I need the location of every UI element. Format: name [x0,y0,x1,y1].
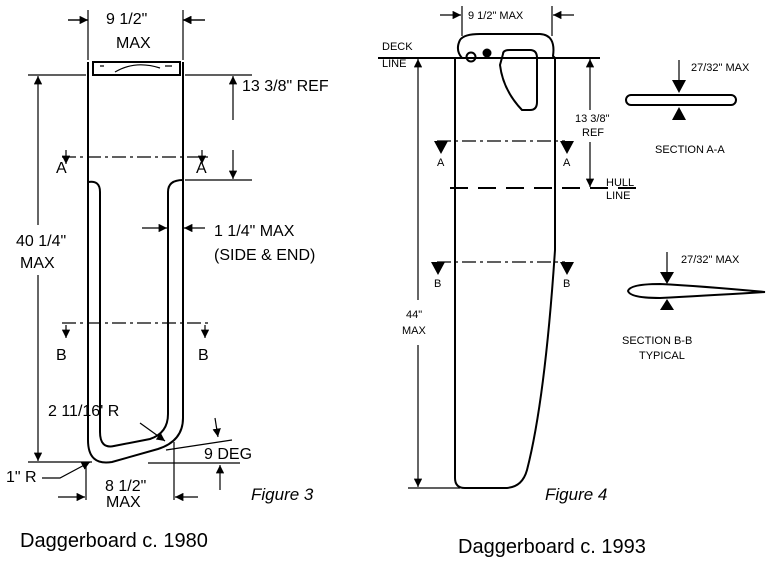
top-width-label: 9 1/2" [106,11,147,28]
svg-text:LINE: LINE [382,58,406,70]
board-cap [92,61,181,76]
figure-4-label: Figure 4 [545,485,607,504]
figure-4: DECK LINE 9 1/2" MAX 44" MAX 13 3/8" REF… [378,6,766,558]
board-edge-inner [87,179,184,448]
svg-text:MAX: MAX [106,494,141,511]
edge-sub: (SIDE & END) [214,247,315,264]
board-outline [87,62,184,464]
corner-radius-label: 2 11/16' R [48,403,119,420]
svg-text:B: B [56,347,67,364]
svg-text:A: A [196,160,207,177]
cap-detail [100,64,172,73]
svg-text:B: B [563,278,570,290]
figure-4-caption: Daggerboard c. 1993 [458,536,646,558]
section-b-label: SECTION B-B [622,335,692,347]
svg-text:HULL: HULL [606,177,634,189]
edge-label: 1 1/4" MAX [214,223,295,240]
svg-text:A: A [563,157,571,169]
figure-3-label: Figure 3 [251,485,314,504]
top-width-dim [68,10,205,60]
length-label: 44" [406,309,422,321]
top-width-label: 9 1/2" MAX [468,10,524,22]
figure-3-caption: Daggerboard c. 1980 [20,530,208,552]
svg-text:A: A [437,157,445,169]
tip-radius-label: 1" R [6,469,37,486]
bottom-width-label: 8 1/2" [105,478,146,495]
svg-text:B: B [198,347,209,364]
svg-text:REF: REF [582,127,604,139]
svg-text:B: B [434,278,441,290]
svg-text:LINE: LINE [606,190,630,202]
ref-length-label: 13 3/8" REF [242,78,329,95]
ref-length-label: 13 3/8" [575,113,610,125]
section-a-shape [625,94,737,106]
angle-label: 9 DEG [204,446,252,463]
length-sub: MAX [20,255,55,272]
section-b-shape [626,282,766,300]
section-a-label: SECTION A-A [655,144,725,156]
hole-filled [482,48,492,58]
figure-3: 9 1/2" MAX 40 1/4" MAX 13 3/8" REF A A B… [6,10,329,552]
handle-slot [498,49,538,111]
top-width-sub: MAX [116,35,151,52]
svg-text:DECK: DECK [382,41,413,53]
svg-text:TYPICAL: TYPICAL [639,350,685,362]
thickness-a-label: 27/32" MAX [691,62,750,74]
thickness-b-label: 27/32" MAX [681,254,740,266]
length-label: 40 1/4" [16,233,66,250]
svg-text:A: A [56,160,67,177]
svg-text:MAX: MAX [402,325,427,337]
board-outline [454,33,556,489]
